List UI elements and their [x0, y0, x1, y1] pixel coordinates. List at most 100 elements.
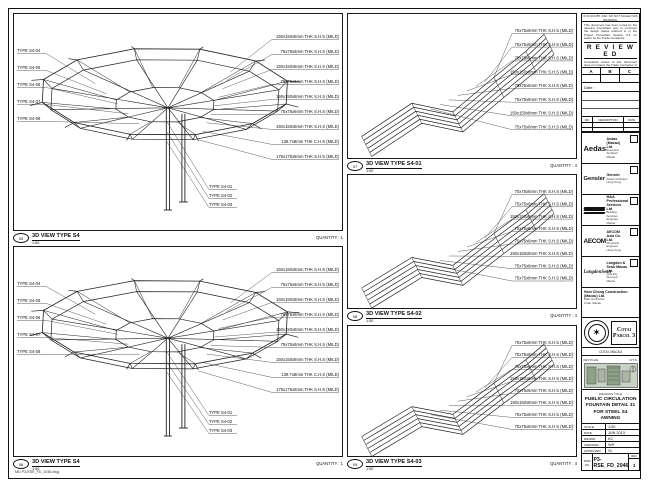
rev-cell	[593, 123, 624, 128]
info-label: APPROVED	[582, 448, 606, 453]
review-stamp: This document has been noted by the rele…	[582, 22, 639, 68]
leader-label: 75x75x6mm THK S.H.S (MILD)	[281, 342, 340, 347]
review-status-table: A B C	[582, 68, 639, 83]
remarks-line	[582, 100, 639, 101]
leader-label: 75x75x6mm THK S.H.S (MILD)	[515, 364, 574, 369]
view-panel-s4-top: 150x150x8mm THK S.H.S (MILD) 75x75x6mm TH…	[13, 13, 343, 231]
view-title-row: 09 3D VIEW TYPE S4-03 1:50 QUANTITY : 4	[347, 459, 577, 471]
drawing-title-line: FOR STEEL S4 AWNING	[593, 409, 628, 422]
company-seal-icon: ✶	[584, 320, 609, 345]
detail-bubble: 07	[347, 161, 363, 171]
info-value: SL	[608, 448, 613, 453]
leader-label: 75x75x6mm THK S.H.S (MILD)	[515, 263, 574, 268]
view-panel-s4-03: 75x75x6mm THK S.H.S (MILD) 75x75x6mm THK …	[347, 325, 577, 457]
leader-label: 75x75x6mm THK S.H.S (MILD)	[281, 79, 340, 84]
info-label: DRAWN	[582, 436, 606, 441]
consultant-row-mep: MAA Professional Services Ltd. Building …	[582, 195, 639, 226]
wireframe-geometry: 75x75x6mm THK S.H.S (MILD) 75x75x6mm THK …	[361, 28, 574, 157]
consultant-row-aecom: AECOM AECOM Asia Co. Ltd. Structural Eng…	[582, 226, 639, 257]
leader-label: 75x75x6mm THK S.H.S (MILD)	[515, 340, 574, 345]
drawing-number-row: DWG NO. P3-RSE_FD_2046 REV 1	[582, 454, 639, 471]
info-value: 1:50	[608, 424, 616, 429]
leader-label: 75x75x6mm THK S.H.S (MILD)	[515, 189, 574, 194]
wireframe-3d-view: 75x75x6mm THK S.H.S (MILD) 75x75x6mm THK …	[361, 189, 574, 308]
consultant-role: Design Architect	[606, 176, 628, 181]
rev-cell	[582, 123, 593, 128]
review-col-c: C	[620, 68, 639, 75]
drawing-sheet: 150x150x8mm THK S.H.S (MILD)75x75x6mm TH…	[8, 8, 641, 479]
wireframe-geometry: 150x150x8mm THK S.H.S (MILD) 75x75x6mm TH…	[17, 34, 340, 211]
aedas-logo: Aedas	[583, 143, 607, 153]
info-value: JUN 2013	[608, 430, 625, 435]
leader-label: 75x75x6mm THK S.H.S (MILD)	[515, 28, 574, 33]
drawing-title-block: DRAWING TITLE PUBLIC CIRCULATION FOUNTAI…	[582, 390, 639, 424]
leader-label: TYPE S4-07	[17, 332, 41, 337]
drawing-title-line: FOUNTAIN DETAIL 31	[585, 403, 636, 409]
leader-label: 150x150x8mm THK S.H.S (MILD)	[276, 267, 340, 272]
info-label: CHECKED	[582, 442, 606, 447]
leader-label: 75x75x6mm THK S.H.S (MILD)	[281, 312, 340, 317]
rev-value: 1	[632, 462, 636, 468]
consultant-name: Langdon & Seah Macau Ltd.	[606, 260, 628, 273]
view-title-row: 06 3D VIEW TYPE S4 1:50 QUANTITY : 1	[13, 459, 343, 471]
leader-label: 150x150x8mm THK S.H.S (MILD)	[276, 327, 340, 332]
view-title: 3D VIEW TYPE S4-01	[366, 161, 422, 169]
consultant-role: Quantity Surveyor	[606, 271, 619, 280]
detail-bubble: 06	[13, 459, 29, 469]
info-value: WH	[608, 442, 615, 447]
leader-label: 139.7x8mm THK C.H.S (MILD)	[281, 139, 339, 144]
consultant-role: Executive Architect	[606, 147, 620, 156]
leader-label: 75x75x6mm THK S.H.S (MILD)	[515, 226, 574, 231]
view-scale: 1:50	[366, 466, 374, 471]
stamp-box	[629, 197, 638, 205]
sheet-top-note: IF IN DOUBT, ASK. DO NOT SCALE THIS DRAW…	[582, 14, 639, 22]
consultant-role: Structural Engineer	[606, 240, 619, 249]
dwg-no-label: DWG NO.	[582, 454, 594, 471]
leader-label: 150x150x8mm THK S.H.S (MILD)	[276, 297, 340, 302]
project-location: COTAI, MACAU	[582, 348, 639, 356]
consultant-address: Macau	[606, 220, 616, 225]
seal-glyph: ✶	[593, 327, 600, 337]
info-value: KC	[608, 436, 614, 441]
leader-label: 150x150x8mm THK S.H.S (MILD)	[510, 400, 574, 405]
review-cell-c	[620, 75, 639, 82]
detail-number: 07	[352, 163, 358, 169]
review-col-a: A	[582, 68, 601, 75]
leader-label: 75x75x6mm THK S.H.S (MILD)	[515, 42, 574, 47]
stamp-box	[629, 228, 638, 236]
detail-number: 05	[18, 235, 24, 241]
quantity-note: QUANTITY : 1	[316, 235, 343, 240]
dwg-number: P3-RSE_FD_2046	[593, 456, 629, 469]
view-title-row: 05 3D VIEW TYPE S4 1:50 QUANTITY : 1	[13, 233, 343, 245]
leader-label: 75x75x6mm THK S.H.S (MILD)	[515, 412, 574, 417]
remarks-area	[582, 92, 639, 117]
detail-bubble: 05	[13, 233, 29, 243]
view-title: 3D VIEW TYPE S4-03	[366, 459, 422, 467]
leader-label: TYPE S4-06	[17, 82, 41, 87]
review-note-1: This document has been noted by the rele…	[584, 22, 637, 41]
view-title-row: 07 3D VIEW TYPE S4-01 1:50 QUANTITY : 4	[347, 161, 577, 173]
consultant-name: Aedas (Macau) Ltd.	[606, 136, 621, 149]
view-panel-s4-02: 75x75x6mm THK S.H.S (MILD) 75x75x6mm THK …	[347, 174, 577, 309]
consultant-name: AECOM Asia Co. Ltd.	[606, 229, 621, 242]
consultant-row-langdonseah: LangdonSeah Langdon & Seah Macau Ltd. Qu…	[582, 257, 639, 288]
contractor-name: Hsin Chong Construction (Macau) Ltd.	[584, 290, 628, 299]
detail-bubble: 09	[347, 459, 363, 469]
rev-cell	[593, 127, 624, 132]
rev-label: REV	[629, 454, 639, 459]
leader-label: TYPE S4-02	[209, 193, 233, 198]
consultant-address: Hong Kong	[606, 180, 621, 185]
consultant-row-gensler: Gensler Gensler Design Architect Hong Ko…	[582, 164, 639, 195]
leader-label: 175x175x8mm THK S.H.S (MILD)	[276, 387, 340, 392]
view-title: 3D VIEW TYPE S4	[32, 459, 80, 467]
leader-label: TYPE S4-08	[17, 116, 41, 121]
view-scale: 1:50	[366, 168, 374, 173]
rev-header-description: DESCRIPTION	[593, 117, 624, 123]
leader-label: 150x150x8mm THK S.H.S (MILD)	[276, 64, 340, 69]
contractor-block: Hsin Chong Construction (Macau) Ltd. Mai…	[582, 288, 639, 318]
view-panel-s4-01: 75x75x6mm THK S.H.S (MILD) 75x75x6mm THK …	[347, 13, 577, 159]
view-scale: 1:50	[32, 240, 40, 245]
leader-label: 150x150x8mm THK S.H.S (MILD)	[510, 111, 574, 116]
remarks-line	[582, 108, 639, 109]
